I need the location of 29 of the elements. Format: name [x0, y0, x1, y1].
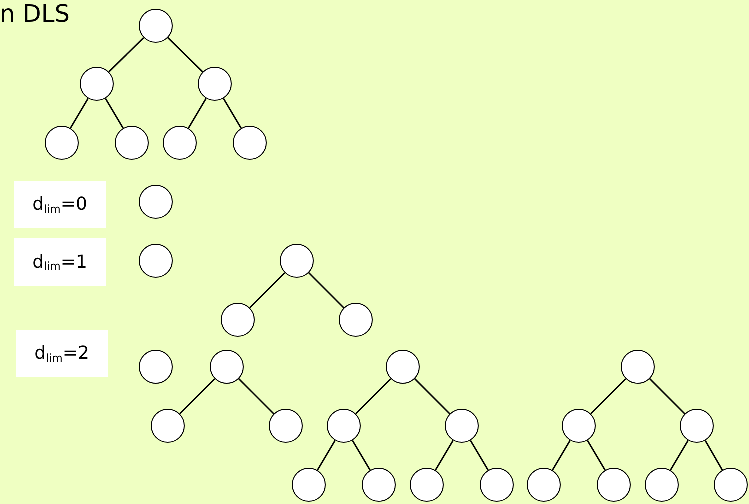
depth-limit-box — [14, 181, 106, 228]
tree-edge — [552, 440, 571, 471]
depth-limit-label: d$_{lim}$=1 — [32, 250, 88, 276]
tree-edge — [179, 378, 216, 415]
tree-edge — [188, 98, 207, 129]
tree-edge — [108, 37, 144, 73]
depth-limit-box — [16, 330, 108, 377]
tree-edge — [70, 98, 89, 129]
tree-edge — [249, 272, 286, 309]
depth-limit-label: d$_{lim}$=0 — [32, 193, 88, 218]
tree-edge — [317, 440, 336, 471]
tree-edge — [308, 272, 345, 309]
tree-edge — [587, 440, 606, 471]
tree-edge — [352, 440, 371, 471]
tree-edge — [414, 378, 451, 415]
depth-limit-label: d$_{lim}$=2 — [34, 342, 90, 367]
tree-edge — [355, 378, 392, 415]
tree-edge — [238, 378, 275, 415]
depth-limit-box — [14, 238, 106, 286]
tree-edge — [223, 98, 242, 129]
tree-edge — [670, 440, 689, 471]
tree-edge — [435, 440, 454, 471]
tree-edge — [105, 98, 124, 129]
tree-edge — [590, 378, 627, 415]
title: n DLS — [0, 0, 70, 30]
tree-edge — [649, 378, 686, 415]
tree-edge — [470, 440, 489, 471]
tree-edge — [168, 37, 204, 73]
tree-edge — [704, 440, 724, 471]
